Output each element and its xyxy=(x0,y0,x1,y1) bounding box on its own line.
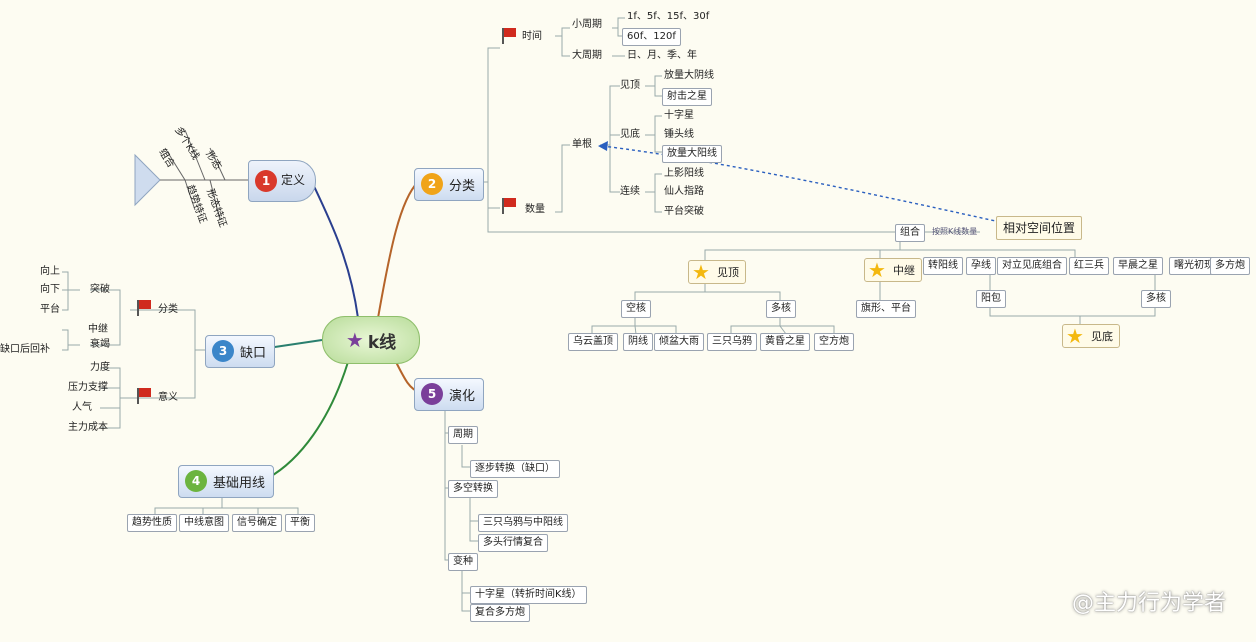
middle-label: 中继 xyxy=(893,264,915,277)
combo-label: 组合 xyxy=(895,224,925,242)
count-label: 数量 xyxy=(525,204,545,215)
badge-5-icon: 5 xyxy=(421,383,443,405)
pattern-item: 空方炮 xyxy=(814,333,854,351)
evolution-item: 多头行情复合 xyxy=(478,534,548,552)
classification-node[interactable]: 2 分类 xyxy=(414,168,485,201)
basic-ma-label: 基础用线 xyxy=(213,476,266,491)
pattern-item: 多方炮 xyxy=(1210,257,1250,275)
candle-item: 射击之星 xyxy=(662,88,712,106)
gap-item: 中继 xyxy=(88,324,108,335)
badge-2-icon: 2 xyxy=(421,173,443,195)
classification-label: 分类 xyxy=(449,179,476,194)
candle-item: 锤头线 xyxy=(664,129,694,140)
star-icon: ★ xyxy=(868,258,886,282)
red-flag-icon xyxy=(137,300,151,316)
red-flag-icon xyxy=(502,28,516,44)
center-label: k线 xyxy=(367,332,397,353)
candle-item: 平台突破 xyxy=(664,206,704,217)
gap-item: 缺口后回补 xyxy=(0,344,50,355)
sub-right: 多核 xyxy=(1141,290,1171,308)
candle-item: 十字星 xyxy=(664,110,694,121)
evolution-node[interactable]: 5 演化 xyxy=(414,378,485,411)
evolution-item: 三只乌鸦与中阳线 xyxy=(478,514,568,532)
short-cycle-item: 1f、5f、15f、30f xyxy=(627,11,710,22)
mid-group-label: 衰竭 xyxy=(90,339,110,350)
middle-node[interactable]: ★ 中继 xyxy=(864,258,922,282)
basic-ma-node[interactable]: 4 基础用线 xyxy=(178,465,275,498)
bull-bear-label: 多空转换 xyxy=(448,480,498,498)
evolution-item: 复合多方炮 xyxy=(470,604,530,622)
cycle-label: 周期 xyxy=(448,426,478,444)
short-cycle-label: 小周期 xyxy=(572,19,602,30)
gap-label: 缺口 xyxy=(240,346,267,361)
candle-item: 仙人指路 xyxy=(664,186,704,197)
bottom-reversal-node[interactable]: ★ 见底 xyxy=(1062,324,1120,348)
ma-item: 信号确定 xyxy=(232,514,282,532)
evolution-item: 十字星（转折时间K线） xyxy=(470,586,587,604)
pattern-item: 倾盆大雨 xyxy=(654,333,704,351)
watermark: @主力行为学者 xyxy=(1071,591,1226,616)
gap-item: 向下 xyxy=(40,284,60,295)
edge-group-label: 突破 xyxy=(90,284,110,295)
definition-label: 定义 xyxy=(281,173,306,187)
purple-star-icon: ★ xyxy=(345,328,364,352)
pattern-item: 黄昏之星 xyxy=(760,333,810,351)
meaning-label: 意义 xyxy=(158,392,178,403)
ma-item: 趋势性质 xyxy=(127,514,177,532)
pattern-item: 红三兵 xyxy=(1069,257,1109,275)
ma-item: 中线意图 xyxy=(179,514,229,532)
sub-bottom-label: 见底 xyxy=(620,129,640,140)
bottom-reversal-label: 见底 xyxy=(1091,330,1113,343)
single-label: 单根 xyxy=(572,139,592,150)
pattern-item: 乌云盖顶 xyxy=(568,333,618,351)
meaning-item: 主力成本 xyxy=(68,422,108,433)
pattern-item: 旗形、平台 xyxy=(856,300,916,318)
pattern-item: 对立见底组合 xyxy=(997,257,1067,275)
relative-position-node[interactable]: 相对空间位置 xyxy=(996,216,1083,240)
badge-1-icon: 1 xyxy=(255,170,277,192)
gap-item: 平台 xyxy=(40,304,60,315)
pattern-item: 早晨之星 xyxy=(1113,257,1163,275)
ma-item: 平衡 xyxy=(285,514,315,532)
top-reversal-node[interactable]: ★ 见顶 xyxy=(688,260,746,284)
pattern-item: 孕线 xyxy=(966,257,996,275)
meaning-item: 力度 xyxy=(90,362,110,373)
gap-node[interactable]: 3 缺口 xyxy=(205,335,276,368)
badge-3-icon: 3 xyxy=(212,340,234,362)
short-cycle-item: 60f、120f xyxy=(622,28,681,46)
long-cycle-item: 日、月、季、年 xyxy=(627,50,697,61)
long-cycle-label: 大周期 xyxy=(572,50,602,61)
relation-note: 按照K线数量 xyxy=(932,227,978,236)
meaning-item: 压力支撑 xyxy=(68,382,108,393)
pattern-item: 三只乌鸦 xyxy=(707,333,757,351)
star-icon: ★ xyxy=(1066,324,1084,348)
bull-label: 多核 xyxy=(766,300,796,318)
evolution-label: 演化 xyxy=(449,389,476,404)
center-node[interactable]: ★ k线 xyxy=(322,316,420,364)
bear-label: 空核 xyxy=(621,300,651,318)
pattern-item: 曙光初现 xyxy=(1169,257,1219,275)
gap-item: 向上 xyxy=(40,266,60,277)
badge-4-icon: 4 xyxy=(185,470,207,492)
top-reversal-label: 见顶 xyxy=(717,266,739,279)
time-label: 时间 xyxy=(522,31,542,42)
candle-item: 放量大阳线 xyxy=(662,145,722,163)
candle-item: 上影阳线 xyxy=(664,168,704,179)
red-flag-icon xyxy=(137,388,151,404)
sub-cont-label: 连续 xyxy=(620,186,640,197)
pattern-item: 阴线 xyxy=(623,333,653,351)
star-icon: ★ xyxy=(692,260,710,284)
definition-node[interactable]: 1 定义 xyxy=(248,160,316,202)
variant-label: 变种 xyxy=(448,553,478,571)
type-label: 分类 xyxy=(158,304,178,315)
meaning-item: 人气 xyxy=(72,402,92,413)
sub-left: 阳包 xyxy=(976,290,1006,308)
red-flag-icon xyxy=(502,198,516,214)
sub-top-label: 见顶 xyxy=(620,80,640,91)
pattern-item: 转阳线 xyxy=(923,257,963,275)
evolution-item: 逐步转换（缺口） xyxy=(470,460,560,478)
candle-item: 放量大阴线 xyxy=(664,70,714,81)
